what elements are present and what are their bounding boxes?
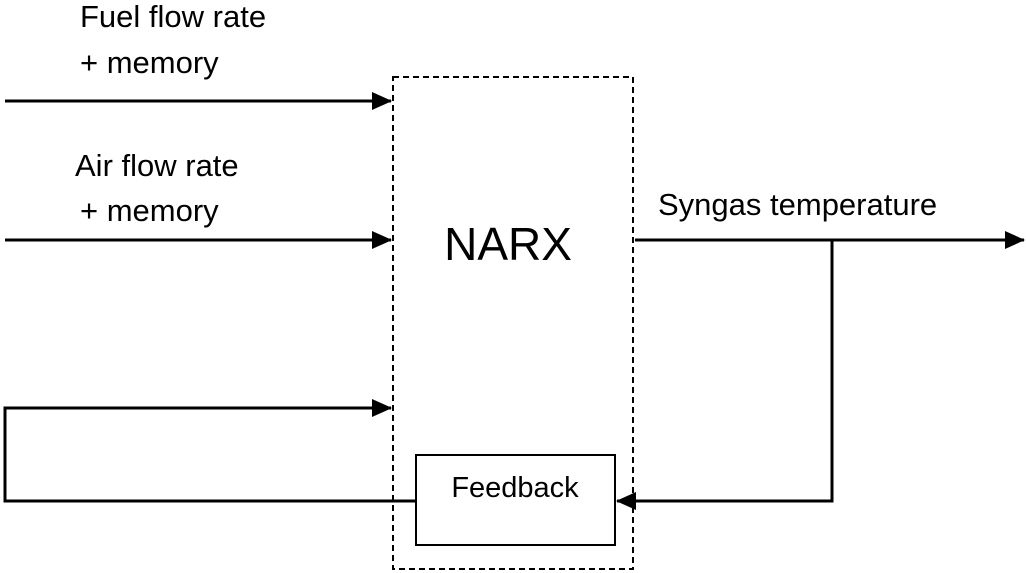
syngas-temperature-label: Syngas temperature <box>658 187 937 222</box>
air-flow-label-line1: Air flow rate <box>75 148 239 183</box>
narx-label: NARX <box>444 218 572 270</box>
air-flow-label-line2: + memory <box>80 193 219 228</box>
fuel-flow-label-line2: + memory <box>80 45 219 80</box>
feedback-loop-path <box>3 399 416 503</box>
feedback-return-path <box>616 240 834 510</box>
feedback-label: Feedback <box>451 472 579 504</box>
feedback-block <box>415 454 616 546</box>
narx-block <box>392 76 634 570</box>
fuel-flow-label-line1: Fuel flow rate <box>80 0 266 34</box>
